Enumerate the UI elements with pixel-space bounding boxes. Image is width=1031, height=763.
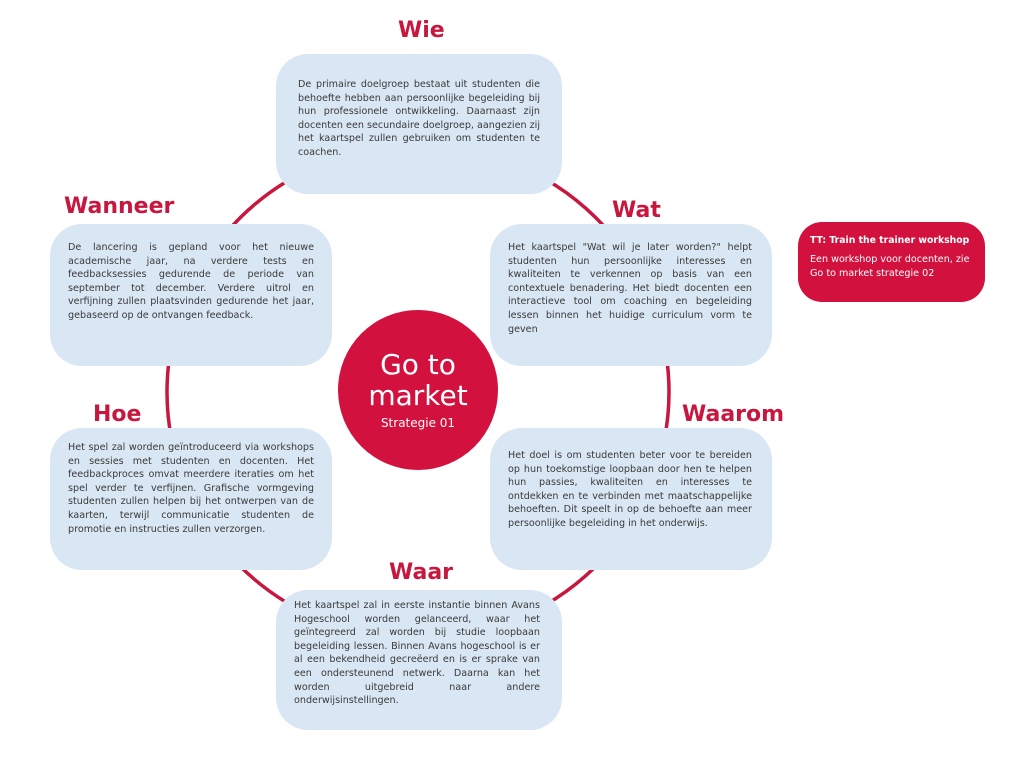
side-note-text: Een workshop voor docenten, zie Go to ma… xyxy=(810,254,970,279)
side-note-box: TT: Train the trainer workshop Een works… xyxy=(798,222,985,302)
text-wie: De primaire doelgroep bestaat uit studen… xyxy=(298,79,540,158)
side-note-title: TT: Train the trainer workshop xyxy=(810,235,970,246)
text-waarom: Het doel is om studenten beter voor te b… xyxy=(508,450,752,529)
text-waar: Het kaartspel zal in eerste instantie bi… xyxy=(294,600,540,707)
box-wanneer: De lancering is gepland voor het nieuwe … xyxy=(50,224,332,366)
center-circle: Go to market Strategie 01 xyxy=(338,310,498,470)
box-waarom: Het doel is om studenten beter voor te b… xyxy=(490,428,772,570)
text-wat: Het kaartspel "Wat wil je later worden?"… xyxy=(508,242,752,335)
heading-wat: Wat xyxy=(612,198,661,223)
center-title: Go to market xyxy=(368,347,468,412)
box-waar: Het kaartspel zal in eerste instantie bi… xyxy=(276,590,562,730)
heading-hoe: Hoe xyxy=(93,402,142,427)
text-hoe: Het spel zal worden geïntroduceerd via w… xyxy=(68,442,314,535)
heading-waar: Waar xyxy=(389,560,454,585)
box-hoe: Het spel zal worden geïntroduceerd via w… xyxy=(50,428,332,570)
heading-wie: Wie xyxy=(398,18,445,43)
heading-waarom: Waarom xyxy=(682,402,785,427)
box-wie: De primaire doelgroep bestaat uit studen… xyxy=(276,54,562,194)
center-subtitle: Strategie 01 xyxy=(380,415,456,430)
heading-wanneer: Wanneer xyxy=(64,194,175,219)
box-wat: Het kaartspel "Wat wil je later worden?"… xyxy=(490,224,772,366)
text-wanneer: De lancering is gepland voor het nieuwe … xyxy=(68,242,314,321)
